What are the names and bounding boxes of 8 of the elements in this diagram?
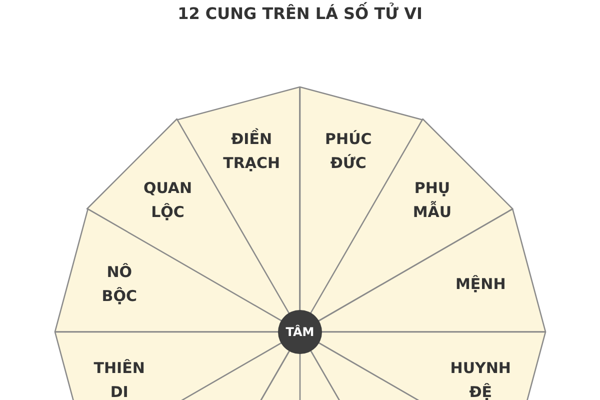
sector-label: PHỤ MẪU <box>412 178 452 223</box>
sector-label: PHÚC ĐỨC <box>325 129 372 174</box>
sector-label: NÔ BỘC <box>102 262 137 307</box>
sector-label: THIÊN DI <box>94 358 145 400</box>
sector-label: ĐIỀN TRẠCH <box>223 127 280 174</box>
chart-title: 12 CUNG TRÊN LÁ SỐ TỬ VI <box>178 4 422 23</box>
sector-label: QUAN LỘC <box>143 178 192 223</box>
sector-label: MỆNH <box>455 274 506 295</box>
